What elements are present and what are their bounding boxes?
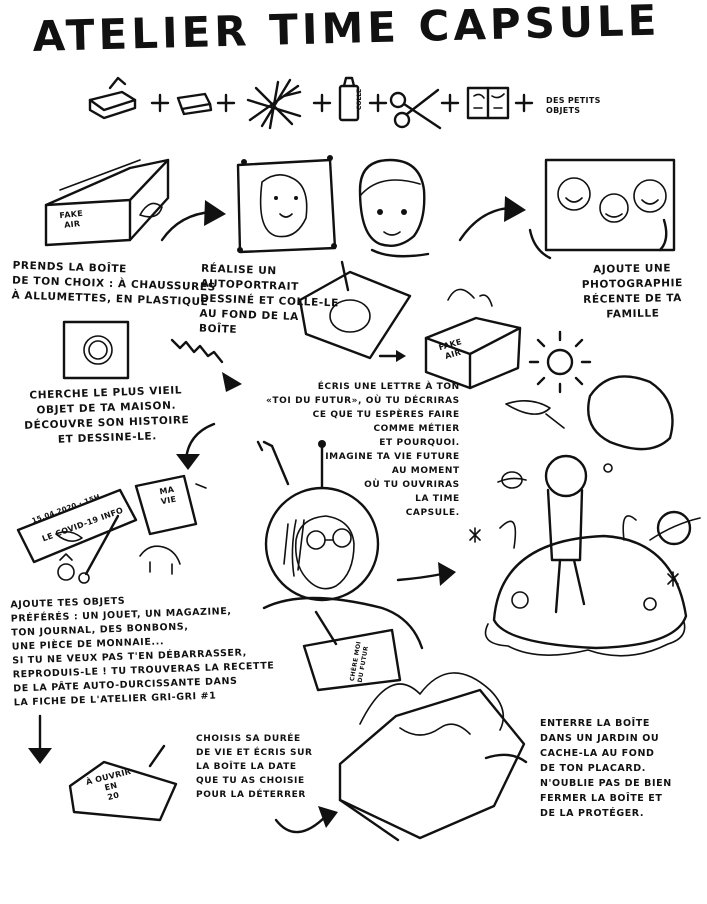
family-photo [528,158,676,260]
magazine-icon [466,86,510,120]
date-paper [68,744,178,822]
axolotl-drawing [505,400,565,429]
glue-icon: COLLE [338,76,363,122]
plus-icons [150,93,534,113]
step2-text: RÉALISE UN AUTOPORTRAIT DESSINÉ ET COLLE… [198,262,340,336]
ma-vie-label: MA VIE [158,484,177,507]
sun-icon [528,330,592,394]
matchbox-icon [88,76,137,120]
step5-text: ÉCRIS UNE LETTRE À TON «TOI DU FUTUR», O… [266,382,460,518]
astronaut-writer [256,440,424,692]
walrus-drawing [587,375,674,451]
step1-text: PRENDS LA BOÎTE DE TON CHOIX : À CHAUSSU… [11,259,216,309]
favorite-objects [16,474,207,584]
box-with-portrait [424,288,522,390]
step7-text: CHOISIS SA DURÉE DE VIE ET ÉCRIS SUR LA … [196,734,313,800]
self-portrait-frame [236,155,337,254]
planet-astronaut [484,454,688,657]
eraser-icon [176,92,213,116]
step4-text: CHERCHE LE PLUS VIEIL OBJET DE TA MAISON… [24,384,190,446]
buried-box [338,672,528,842]
step8-text: ENTERRE LA BOÎTE DANS UN JARDIN OU CACHE… [540,718,672,819]
step6-text: AJOUTE TES OBJETS PRÉFÉRÉS : UN JOUET, U… [10,595,275,709]
materials-note: DES PETITS OBJETS [546,96,601,115]
fake-air-label: FAKE AIR [59,208,84,230]
pencils-icon [246,78,302,130]
collage-paper [298,260,412,360]
girl-drawing-icon [358,158,430,258]
svg-text:COLLE: COLLE [356,89,363,110]
old-object-frame [62,320,130,380]
fake-air-box [44,158,170,247]
scissors-icon [389,88,442,130]
step3-text: AJOUTE UNE PHOTOGRAPHIE RÉCENTE DE TA FA… [581,262,684,321]
